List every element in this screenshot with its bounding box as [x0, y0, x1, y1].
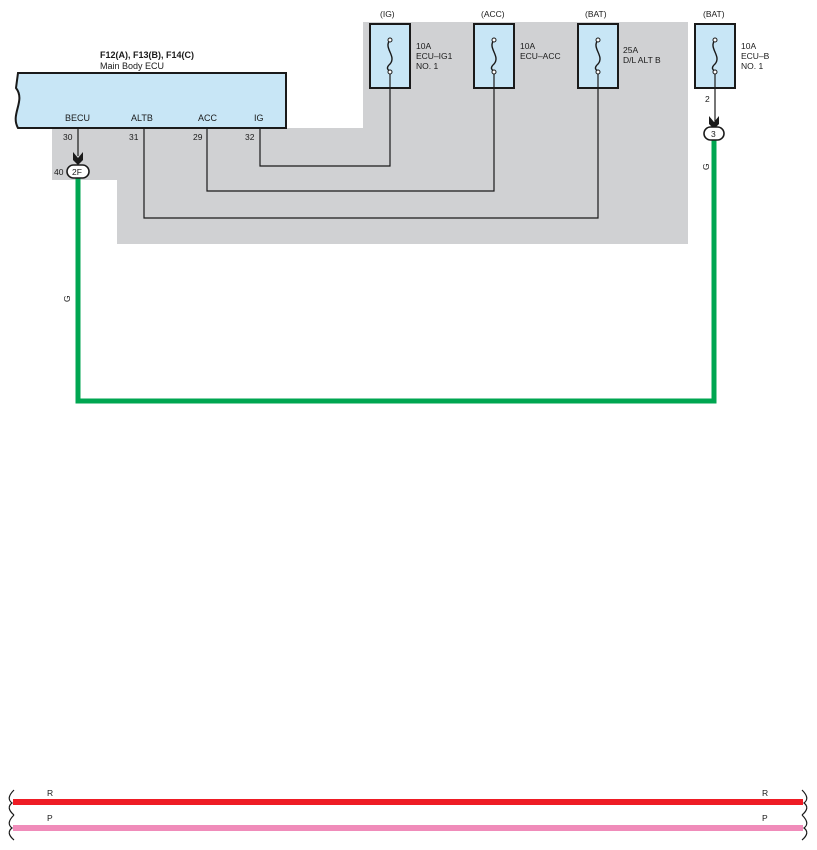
bus-code-pink-right: P [762, 813, 768, 823]
terminal-dot [387, 69, 393, 75]
pin-number-29: 29 [193, 132, 203, 142]
ecu-connectors-label: F12(A), F13(B), F14(C) [100, 50, 194, 60]
junction-label: 3 [711, 129, 716, 139]
bus-right-break-icon [801, 814, 808, 841]
terminal-dot [595, 69, 601, 75]
fuse-name-2: NO. 1 [741, 61, 763, 71]
fuse-rating: 10A [520, 41, 535, 51]
terminal-dot [491, 69, 497, 75]
fuse-ecu-b-no1: (BAT) 10A ECU–B NO. 1 2 [694, 9, 770, 104]
wire-altb [143, 72, 599, 219]
fuse-name: ECU–ACC [520, 51, 561, 61]
pin-label-altb: ALTB [131, 113, 153, 123]
bus-left-break-icon [8, 789, 15, 816]
terminal-dot [387, 37, 393, 43]
connector-arrow-icon [709, 116, 719, 129]
green-wire [75, 140, 717, 404]
pin-number-31: 31 [129, 132, 139, 142]
wire-acc [206, 72, 495, 192]
fuse-rating: 25A [623, 45, 638, 55]
terminal-dot [491, 37, 497, 43]
shaded-ecu-area [52, 22, 688, 244]
terminal-dot [712, 37, 718, 43]
fuse-name: ECU–B [741, 51, 770, 61]
bus-wires: R R P P [8, 788, 808, 841]
pin-label-becu: BECU [65, 113, 90, 123]
terminal-dot [595, 37, 601, 43]
ecu-name-label: Main Body ECU [100, 61, 164, 71]
fuse-name: D/L ALT B [623, 55, 661, 65]
junction-label: 2F [72, 167, 82, 177]
ecu-body [14, 72, 287, 129]
fuse-rating: 10A [416, 41, 431, 51]
fuse-source-bat: (BAT) [585, 9, 607, 19]
fuse-pin-number: 2 [705, 94, 710, 104]
signal-wires [77, 72, 716, 219]
bus-right-break-icon [801, 789, 808, 816]
bus-code-pink-left: P [47, 813, 53, 823]
junction-pin-number: 40 [54, 167, 64, 177]
fuse-source-bat: (BAT) [703, 9, 725, 19]
pin-label-acc: ACC [198, 113, 218, 123]
fuse-source-acc: (ACC) [481, 9, 505, 19]
terminal-dots [387, 37, 718, 75]
bus-code-red-left: R [47, 788, 53, 798]
pin-label-ig: IG [254, 113, 264, 123]
connector-arrow-icon [73, 152, 83, 165]
fuse-name-2: NO. 1 [416, 61, 438, 71]
junction-oval [66, 164, 90, 179]
pin-number-30: 30 [63, 132, 73, 142]
junction-connector-2f: 2F 40 [54, 152, 90, 179]
bus-left-break-icon [8, 814, 15, 841]
wire-color-code-right: G [701, 163, 711, 170]
fuse-source-ig: (IG) [380, 9, 395, 19]
bus-code-red-right: R [762, 788, 768, 798]
junction-oval [703, 126, 725, 141]
fuse-rating: 10A [741, 41, 756, 51]
pin-number-32: 32 [245, 132, 255, 142]
fuse-name: ECU–IG1 [416, 51, 453, 61]
wire-color-code-left: G [62, 295, 72, 302]
wire-ig [259, 72, 391, 167]
main-body-ecu: F12(A), F13(B), F14(C) Main Body ECU BEC… [14, 50, 287, 142]
terminal-dot [712, 69, 718, 75]
junction-connector-3: 3 [703, 116, 725, 141]
